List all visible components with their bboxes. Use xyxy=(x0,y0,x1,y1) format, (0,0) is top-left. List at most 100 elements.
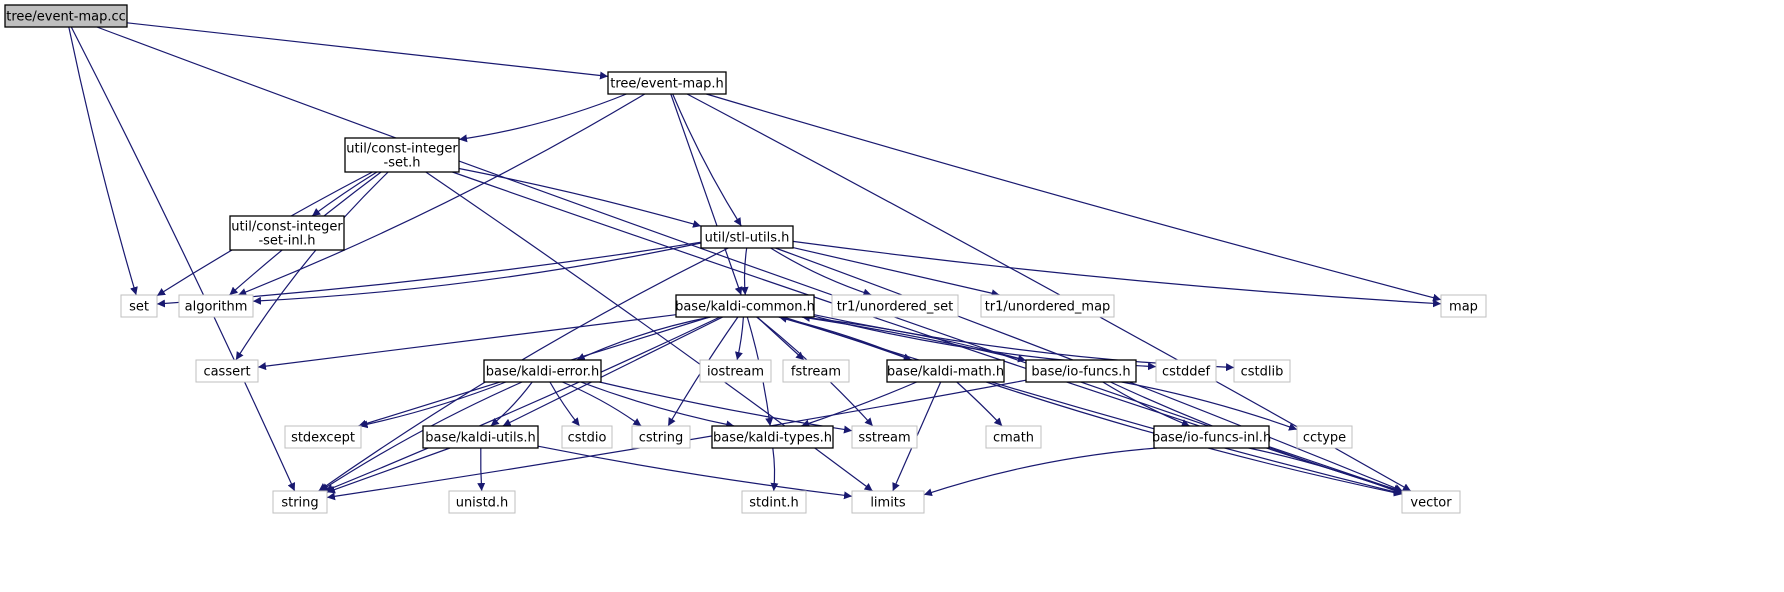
node-map[interactable]: map xyxy=(1440,294,1487,318)
node-const-integer-set-inl-h[interactable]: util/const-integer-set-inl.h xyxy=(229,215,345,251)
edge-io-funcs-inl-h-to-limits xyxy=(923,447,1157,497)
node-label-tr1-unordered-map: tr1/unordered_map xyxy=(985,300,1111,315)
edge-const-integer-set-h-to-const-integer-set-inl-h xyxy=(311,171,378,217)
node-set[interactable]: set xyxy=(120,294,158,318)
node-box-const-integer-set-h xyxy=(344,137,460,173)
node-label-stdint-h: stdint.h xyxy=(749,496,798,511)
node-stdexcept[interactable]: stdexcept xyxy=(284,425,362,449)
node-tr1-unordered-map[interactable]: tr1/unordered_map xyxy=(980,294,1115,318)
node-box-const-integer-set-inl-h xyxy=(229,215,345,251)
edge-kaldi-utils-h-to-limits xyxy=(537,445,853,500)
node-label-sstream: sstream xyxy=(858,431,910,446)
node-cassert[interactable]: cassert xyxy=(195,359,259,383)
node-box-vector xyxy=(1401,490,1461,514)
node-cstddef[interactable]: cstddef xyxy=(1155,359,1217,383)
node-kaldi-utils-h[interactable]: base/kaldi-utils.h xyxy=(422,425,539,449)
edge-io-funcs-inl-h-to-vector xyxy=(1248,447,1403,495)
node-const-integer-set-h[interactable]: util/const-integer-set.h xyxy=(344,137,460,173)
node-label-kaldi-types-h: base/kaldi-types.h xyxy=(713,431,832,446)
node-label-kaldi-error-h: base/kaldi-error.h xyxy=(486,365,599,380)
node-io-funcs-h[interactable]: base/io-funcs.h xyxy=(1025,359,1137,383)
node-cctype[interactable]: cctype xyxy=(1296,425,1353,449)
node-box-tr1-unordered-set xyxy=(831,294,959,318)
node-label-set: set xyxy=(129,300,149,315)
node-box-algorithm xyxy=(178,294,254,318)
node-box-tr1-unordered-map xyxy=(980,294,1115,318)
node-label-iostream: iostream xyxy=(707,365,764,380)
edge-io-funcs-h-to-cctype xyxy=(1121,381,1298,431)
node-label-unistd-h: unistd.h xyxy=(456,496,509,511)
node-vector[interactable]: vector xyxy=(1401,490,1461,514)
node-label-algorithm: algorithm xyxy=(185,300,248,315)
node-tr1-unordered-set[interactable]: tr1/unordered_set xyxy=(831,294,959,318)
edge-kaldi-common-h-to-io-funcs-h xyxy=(801,316,1027,363)
edge-const-integer-set-h-to-stl-utils-h xyxy=(458,167,702,228)
edge-kaldi-math-h-to-cmath xyxy=(956,381,1003,427)
node-box-cassert xyxy=(195,359,259,383)
node-box-stdint-h xyxy=(741,490,807,514)
node-box-io-funcs-inl-h xyxy=(1153,425,1270,449)
node-stl-utils-h[interactable]: util/stl-utils.h xyxy=(700,225,794,249)
node-label-const-integer-set-h-line-1: util/const-integer xyxy=(346,142,458,157)
edge-kaldi-types-h-to-stdint-h xyxy=(770,447,779,492)
edge-kaldi-utils-h-to-unistd-h xyxy=(477,447,486,492)
node-limits[interactable]: limits xyxy=(851,490,925,514)
node-event-map-h[interactable]: tree/event-map.h xyxy=(607,71,727,95)
node-kaldi-common-h[interactable]: base/kaldi-common.h xyxy=(675,294,815,318)
edge-kaldi-common-h-to-iostream xyxy=(735,316,744,361)
edge-kaldi-error-h-to-kaldi-types-h xyxy=(580,381,735,429)
edge-stl-utils-h-to-algorithm xyxy=(252,242,702,305)
node-stdint-h[interactable]: stdint.h xyxy=(741,490,807,514)
edge-event-map-cc-to-string xyxy=(70,26,296,492)
node-box-kaldi-common-h xyxy=(675,294,815,318)
node-algorithm[interactable]: algorithm xyxy=(178,294,254,318)
node-kaldi-types-h[interactable]: base/kaldi-types.h xyxy=(711,425,834,449)
node-kaldi-math-h[interactable]: base/kaldi-math.h xyxy=(886,359,1005,383)
node-label-vector: vector xyxy=(1410,496,1452,511)
node-label-const-integer-set-inl-h-line-2: -set-inl.h xyxy=(258,234,315,249)
node-sstream[interactable]: sstream xyxy=(851,425,918,449)
node-label-cstring: cstring xyxy=(639,431,683,446)
node-label-cassert: cassert xyxy=(203,365,250,380)
node-label-string: string xyxy=(281,496,318,511)
node-cstring[interactable]: cstring xyxy=(631,425,691,449)
node-unistd-h[interactable]: unistd.h xyxy=(448,490,516,514)
edge-stl-utils-h-to-kaldi-common-h xyxy=(740,247,749,296)
node-box-event-map-h xyxy=(607,71,727,95)
node-box-cstddef xyxy=(1155,359,1217,383)
node-label-cctype: cctype xyxy=(1303,431,1346,446)
edge-event-map-cc-to-set xyxy=(68,26,138,296)
edge-stl-utils-h-to-tr1-unordered-set xyxy=(770,247,872,297)
node-string[interactable]: string xyxy=(272,490,328,514)
edge-kaldi-common-h-to-string xyxy=(324,316,721,492)
edge-event-map-h-to-algorithm xyxy=(237,93,646,296)
node-label-tr1-unordered-set: tr1/unordered_set xyxy=(837,300,954,315)
node-box-event-map-cc xyxy=(4,4,128,28)
node-cstdlib[interactable]: cstdlib xyxy=(1233,359,1291,383)
edge-stl-utils-h-to-tr1-unordered-map xyxy=(792,247,1000,298)
node-io-funcs-inl-h[interactable]: base/io-funcs-inl.h xyxy=(1152,425,1271,449)
node-box-stdexcept xyxy=(284,425,362,449)
edge-kaldi-math-h-to-kaldi-common-h xyxy=(778,314,912,361)
edge-event-map-h-to-const-integer-set-h xyxy=(458,93,627,143)
node-box-kaldi-error-h xyxy=(483,359,602,383)
node-label-cstddef: cstddef xyxy=(1162,365,1211,380)
node-cstdio[interactable]: cstdio xyxy=(561,425,613,449)
node-label-cmath: cmath xyxy=(993,431,1034,446)
node-event-map-cc: tree/event-map.cc xyxy=(4,4,128,28)
node-box-kaldi-math-h xyxy=(886,359,1005,383)
edge-kaldi-error-h-to-string xyxy=(320,381,523,492)
node-cmath[interactable]: cmath xyxy=(985,425,1042,449)
node-box-kaldi-utils-h xyxy=(422,425,539,449)
edge-kaldi-math-h-to-kaldi-types-h xyxy=(801,381,917,428)
node-kaldi-error-h[interactable]: base/kaldi-error.h xyxy=(483,359,602,383)
node-box-cstdlib xyxy=(1233,359,1291,383)
node-iostream[interactable]: iostream xyxy=(699,359,772,383)
edge-io-funcs-h-to-io-funcs-inl-h xyxy=(1102,381,1191,427)
node-label-limits: limits xyxy=(870,496,906,511)
node-label-io-funcs-inl-h: base/io-funcs-inl.h xyxy=(1152,431,1271,446)
node-box-stl-utils-h xyxy=(700,225,794,249)
node-fstream[interactable]: fstream xyxy=(782,359,850,383)
node-label-cstdlib: cstdlib xyxy=(1241,365,1284,380)
